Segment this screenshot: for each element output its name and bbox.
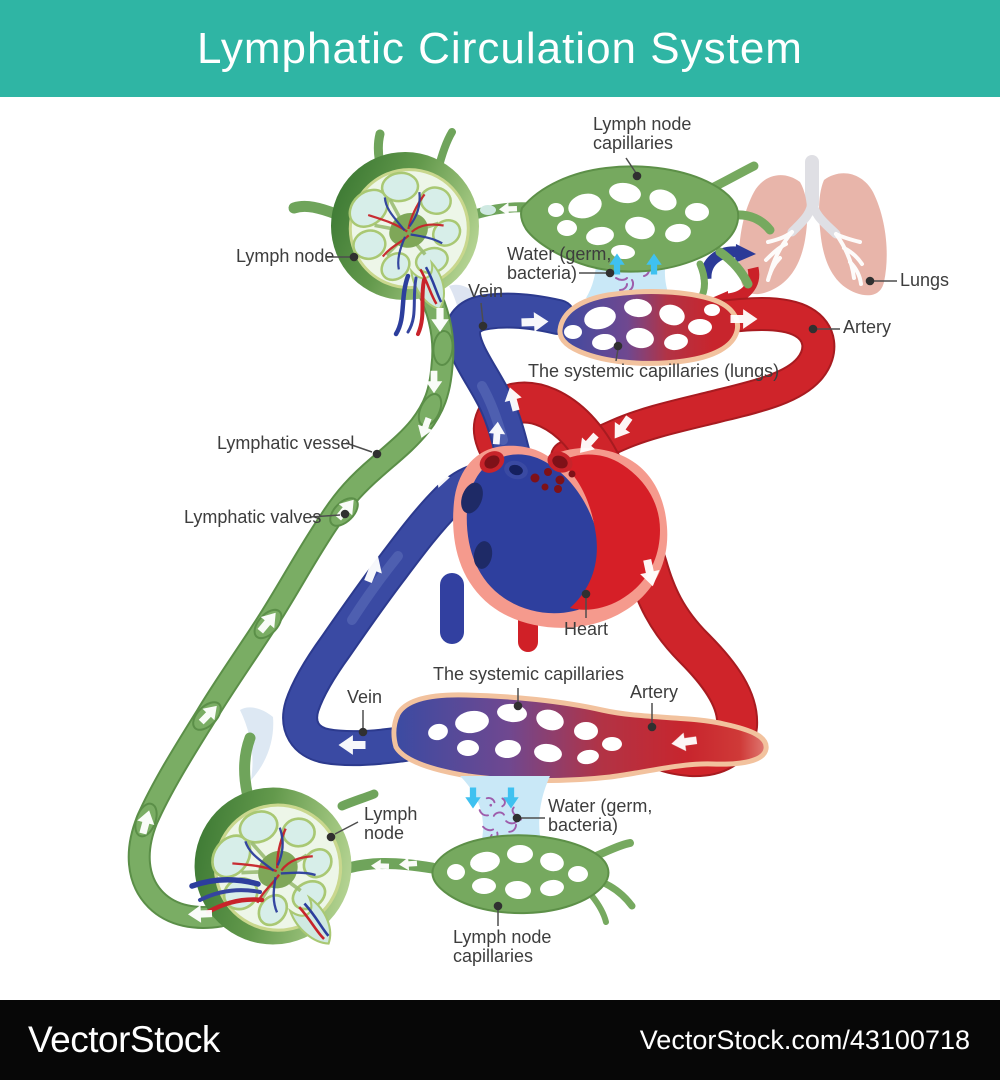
lymph-node-bottom-illustration: [161, 732, 394, 991]
lymph-node-capillaries-top-illustration: [465, 161, 775, 304]
watermark-bar: VectorStock VectorStock.com/43100718: [0, 1000, 1000, 1080]
lymph-node-capillaries-bottom-illustration: [342, 834, 636, 925]
label-water-germ-top: Water (germ, bacteria): [507, 244, 612, 283]
label-artery-bottom: Artery: [630, 682, 679, 702]
label-lymph-node-capillaries-top: Lymph node capillaries: [593, 114, 692, 153]
systemic-capillaries-lungs-illustration: [557, 289, 741, 366]
bronchial-tree: [764, 230, 864, 286]
page-title: Lymphatic Circulation System: [197, 23, 803, 73]
label-systemic-capillaries-lungs: The systemic capillaries (lungs): [528, 361, 780, 381]
lymph-node-top-illustration: [288, 127, 510, 339]
label-lymphatic-vessel: Lymphatic vessel: [217, 433, 355, 453]
systemic-capillaries-illustration: [391, 692, 769, 784]
label-lungs: Lungs: [900, 270, 950, 290]
label-lymphatic-valves: Lymphatic valves: [184, 507, 322, 527]
title-banner: Lymphatic Circulation System: [0, 0, 1000, 97]
label-vein-top: Vein: [468, 281, 504, 301]
label-water-germ-bottom: Water (germ, bacteria): [548, 796, 653, 835]
label-heart: Heart: [564, 619, 609, 639]
label-lymph-node-bottom: Lymph node: [364, 804, 418, 843]
label-lymph-node-top: Lymph node: [236, 246, 335, 266]
label-dots: [326, 171, 875, 911]
systemic-vein: [282, 463, 496, 767]
heart-illustration: [440, 445, 668, 652]
label-lymph-node-capillaries-bottom: Lymph node capillaries: [453, 927, 552, 966]
pulmonary-vein: [445, 292, 576, 490]
label-systemic-capillaries: The systemic capillaries: [433, 664, 625, 684]
label-artery-top: Artery: [843, 317, 892, 337]
vectorstock-credit-url: VectorStock.com/43100718: [639, 1024, 970, 1055]
lungs-illustration: [739, 155, 887, 296]
vectorstock-logo-text: VectorStock: [28, 1019, 220, 1060]
label-vein-bottom: Vein: [347, 687, 383, 707]
label-leaders: [309, 157, 897, 926]
